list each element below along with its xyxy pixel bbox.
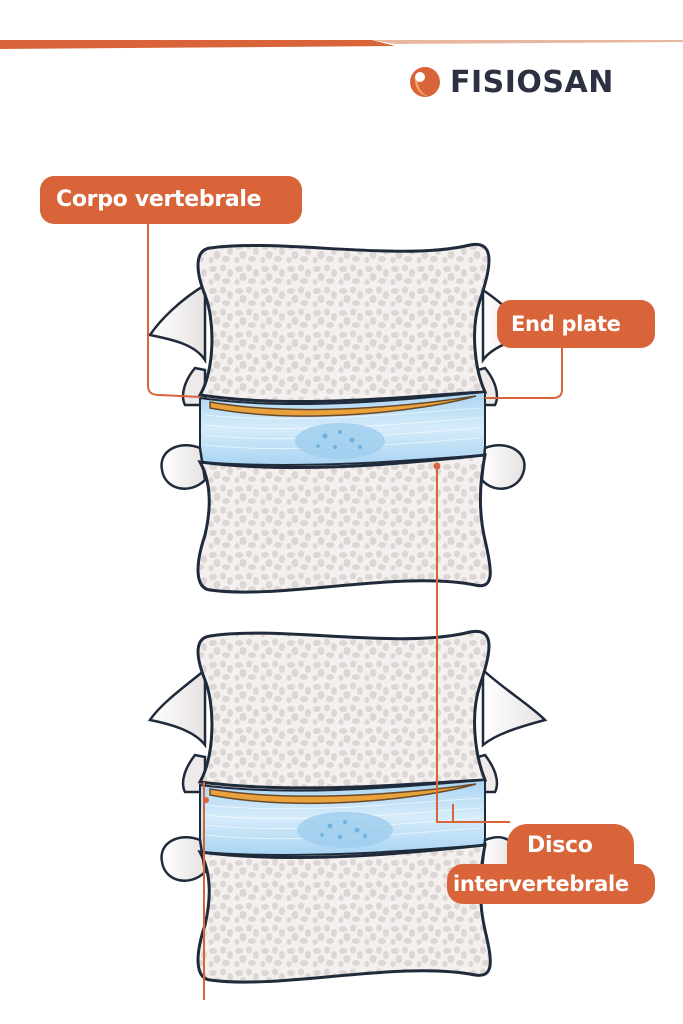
process-right-lower-1 xyxy=(480,443,526,490)
process-left-upper-2 xyxy=(147,667,207,749)
leader-dot-lower xyxy=(203,797,209,803)
brand-logo: FISIOSAN xyxy=(408,62,614,102)
header-stripe xyxy=(0,40,683,49)
leader-lines xyxy=(147,222,563,1000)
label-disc-line2: intervertebrale xyxy=(447,864,655,904)
leader-vertebral-body xyxy=(147,222,201,398)
nucleus-pulposus-2 xyxy=(297,812,393,848)
vertebral-body-2 xyxy=(196,453,492,594)
leader-dot-disc xyxy=(433,462,441,470)
leader-end-plate xyxy=(485,345,563,399)
vertebral-body-1 xyxy=(196,242,491,404)
upper-segment xyxy=(147,242,532,594)
nucleus-dots-1 xyxy=(316,430,362,449)
lower-segment xyxy=(147,629,548,984)
end-plate-2 xyxy=(209,783,477,805)
vertebral-body-4 xyxy=(196,843,492,984)
label-vertebral-body: Corpo vertebrale xyxy=(40,176,302,224)
process-left-upper xyxy=(147,282,207,365)
vertebral-body-3 xyxy=(196,629,491,790)
nucleus-dots-2 xyxy=(320,820,367,839)
orange-circle-logo-icon xyxy=(410,67,440,97)
brand-name: FISIOSAN xyxy=(450,64,614,100)
process-left-lower-1 xyxy=(160,443,207,490)
nucleus-pulposus-1 xyxy=(295,423,385,459)
label-disc-line1: Disco xyxy=(507,824,634,868)
process-right-upper-2 xyxy=(481,667,548,748)
end-plate-1 xyxy=(209,395,477,417)
label-end-plate: End plate xyxy=(497,300,655,348)
process-left-lower-2 xyxy=(160,835,207,882)
leader-disc xyxy=(436,468,510,823)
